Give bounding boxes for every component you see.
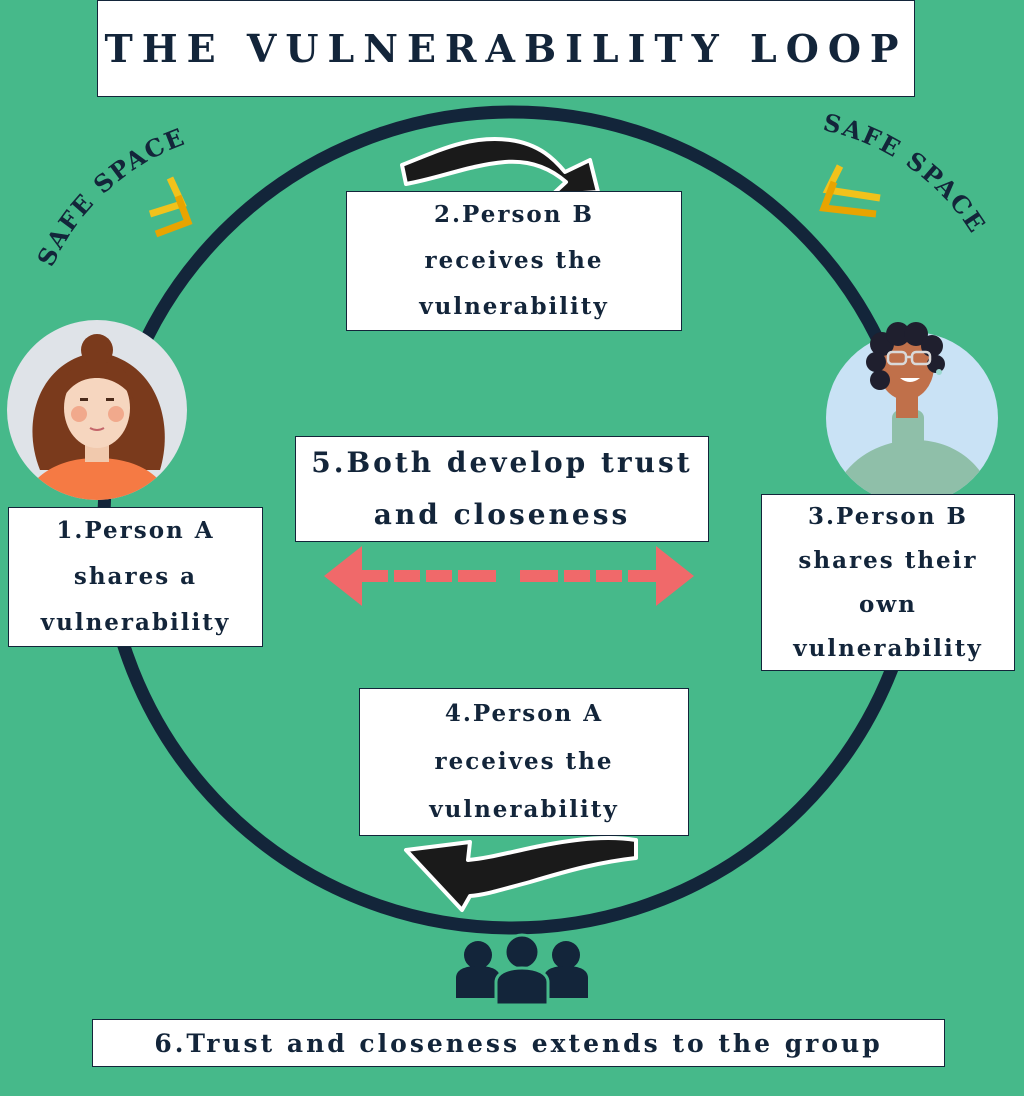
- step-2-line: 2.Person B: [434, 201, 594, 228]
- step-5-box: 5.Both develop trust and closeness: [295, 436, 709, 542]
- step-2-line: receives the: [424, 247, 604, 274]
- step-2-line: vulnerability: [419, 293, 609, 320]
- group-people-icon: [456, 933, 588, 1007]
- step-3-line: shares their: [798, 546, 978, 574]
- curved-arrow-right-icon: [400, 137, 600, 197]
- step-3-line: vulnerability: [793, 634, 983, 662]
- step-5-line: and closeness: [373, 498, 631, 531]
- step-1-line: 1.Person A: [56, 517, 215, 544]
- curved-arrow-left-icon: [404, 836, 638, 912]
- safe-space-label-right: SAFE SPACE: [821, 107, 993, 238]
- step-4-line: receives the: [434, 748, 614, 775]
- woman-with-glasses-avatar-icon: [826, 322, 998, 504]
- step-4-box: 4.Person A receives the vulnerability: [359, 688, 689, 836]
- step-4-line: 4.Person A: [444, 700, 604, 727]
- chevron-icon: [819, 164, 881, 218]
- step-1-line: shares a: [73, 563, 198, 590]
- step-3-line: own: [859, 590, 917, 618]
- step-3-box: 3.Person B shares their own vulnerabilit…: [761, 494, 1015, 671]
- step-2-box: 2.Person B receives the vulnerability: [346, 191, 682, 331]
- step-3-line: 3.Person B: [808, 502, 968, 530]
- chevron-icon: [148, 176, 193, 238]
- step-1-box: 1.Person A shares a vulnerability: [8, 507, 263, 647]
- page-title: THE VULNERABILITY LOOP: [97, 0, 915, 97]
- step-5-line: 5.Both develop trust: [311, 446, 693, 479]
- step-6-box: 6.Trust and closeness extends to the gro…: [92, 1019, 945, 1067]
- woman-avatar-icon: [7, 320, 187, 500]
- step-1-line: vulnerability: [40, 609, 231, 636]
- step-6-text: 6.Trust and closeness extends to the gro…: [154, 1028, 883, 1058]
- dashed-double-arrow-icon: [324, 546, 694, 606]
- step-4-line: vulnerability: [429, 796, 619, 823]
- safe-space-label-left: SAFE SPACE: [31, 122, 189, 271]
